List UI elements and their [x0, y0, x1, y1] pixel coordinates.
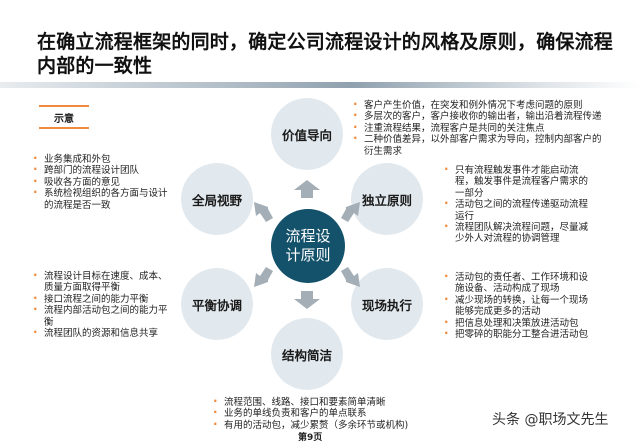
principle-global: 全局视野	[181, 163, 253, 235]
slide-title: 在确立流程框架的同时，确定公司流程设计的风格及原则，确保流程内部的一致性	[37, 31, 614, 77]
bullet: 把信息处理和决策放进活动包	[443, 317, 593, 329]
bullet: 活动包的责任者、工作环境和设施设备、活动构成了现场	[443, 271, 593, 295]
bullets-independent: 只有流程触发事件才能启动流程，触发事件是流程客户需求的一部分 活动包之间的流程传…	[443, 164, 593, 245]
bullet: 二种价值差异，以外部客户需求为导向，控制内部客户的衍生需求	[352, 133, 602, 157]
center-line1: 流程设	[285, 227, 331, 245]
bullet: 减少现场的转换，让每一个现场能够完成更多的活动	[443, 294, 593, 318]
bullet: 把零碎的职能分工整合进活动包	[443, 328, 593, 340]
bullets-global: 业务集成和外包 跨部门的流程设计团队 吸收各方面的意见 系统检视组织的各方面与设…	[32, 153, 172, 211]
arrow-down-icon	[294, 291, 320, 309]
bullets-value: 客户产生价值，在突发和例外情况下考虑问题的原则 多层次的客户，客户接收你的输出者…	[352, 99, 602, 157]
legend-bottom-bar	[39, 127, 89, 129]
center-circle: 流程设计原则	[271, 209, 345, 283]
bullet: 流程团队的资源和信息共享	[32, 327, 172, 339]
bullet: 流程内部活动包之间的能力平衡	[32, 304, 172, 328]
arrow-upleft-icon	[254, 202, 273, 222]
principle-balance: 平衡协调	[181, 268, 253, 340]
watermark: 头条 @职场文先生	[492, 412, 609, 428]
bullet: 有用的活动包，减少累赘（多余环节或机构)	[212, 419, 462, 431]
page-number: 第9页	[298, 433, 323, 443]
bullet: 流程设计目标在速度、成本、质量方面取得平衡	[32, 270, 172, 294]
bullet: 多层次的客户，客户接收你的输出者，输出沿着流程传递	[352, 110, 602, 122]
principle-value-label: 价值导向	[281, 127, 332, 143]
arrow-up-icon	[294, 180, 320, 198]
bullets-onsite: 活动包的责任者、工作环境和设施设备、活动构成了现场 减少现场的转换，让每一个现场…	[443, 271, 593, 340]
bullets-balance: 流程设计目标在速度、成本、质量方面取得平衡 接口流程之间的能力平衡 流程内部活动…	[32, 270, 172, 339]
legend-label: 示意	[54, 114, 74, 125]
principle-onsite: 现场执行	[351, 268, 423, 340]
bullet: 跨部门的流程设计团队	[32, 164, 172, 176]
principle-independent-label: 独立原则	[361, 192, 412, 208]
bullet: 业务集成和外包	[32, 153, 172, 165]
arrow-group-icon	[254, 180, 360, 309]
bullet: 接口流程之间的能力平衡	[32, 293, 172, 305]
bullet: 注重流程结果，流程客户是共同的关注焦点	[352, 122, 602, 134]
arrow-upright-icon	[341, 202, 360, 222]
principle-simple-label: 结构简洁	[281, 347, 332, 363]
legend-box: 示意	[39, 105, 89, 129]
principle-global-label: 全局视野	[191, 192, 242, 208]
principle-independent: 独立原则	[351, 163, 423, 235]
bullet: 流程范围、线路、接口和要素简单清晰	[212, 396, 462, 408]
title-divider	[0, 82, 640, 88]
arrow-downleft-icon	[254, 267, 273, 287]
bullet: 吸收各方面的意见	[32, 176, 172, 188]
bullet: 客户产生价值，在突发和例外情况下考虑问题的原则	[352, 99, 602, 111]
arrow-downright-icon	[341, 267, 360, 287]
bullet: 活动包之间的流程传递驱动流程运行	[443, 198, 593, 222]
bullet: 系统检视组织的各方面与设计的流程是否一致	[32, 187, 172, 211]
bullets-simple: 流程范围、线路、接口和要素简单清晰 业务的单线负责和客户的单点联系 有用的活动包…	[212, 396, 462, 431]
bullet: 只有流程触发事件才能启动流程，触发事件是流程客户需求的一部分	[443, 164, 593, 199]
bullet: 业务的单线负责和客户的单点联系	[212, 407, 462, 419]
principle-value: 价值导向	[271, 98, 343, 170]
principle-balance-label: 平衡协调	[191, 297, 242, 313]
bullet: 流程团队解决流程问题，尽量减少外人对流程的协调管理	[443, 221, 593, 245]
principle-simple: 结构简洁	[271, 318, 343, 390]
principle-onsite-label: 现场执行	[361, 297, 412, 313]
legend-top-bar	[39, 105, 89, 107]
center-line2: 计原则	[285, 246, 331, 264]
